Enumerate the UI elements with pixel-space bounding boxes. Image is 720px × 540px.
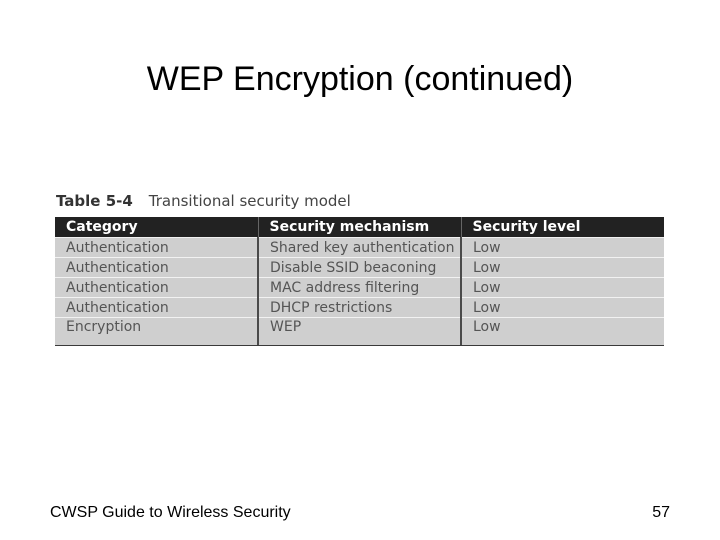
security-table: Category Security mechanism Security lev… [55,217,664,345]
table-caption: Table 5-4 Transitional security model [56,192,351,210]
table-cell-category: Authentication [55,237,259,258]
table-cell-mechanism: Shared key authentication [258,237,462,258]
column-header-security-level: Security level [461,217,664,238]
table-cell-mechanism: Disable SSID beaconing [258,257,462,278]
column-header-security-mechanism: Security mechanism [258,217,462,238]
security-table-container: Category Security mechanism Security lev… [55,217,664,346]
table-row: Authentication Disable SSID beaconing Lo… [55,257,664,278]
table-cell-category: Encryption [55,317,259,345]
table-row: Authentication DHCP restrictions Low [55,297,664,318]
table-cell-level: Low [461,237,664,258]
table-cell-mechanism: DHCP restrictions [258,297,462,318]
table-cell-level: Low [461,257,664,278]
table-cell-category: Authentication [55,257,259,278]
table-cell-mechanism: WEP [258,317,462,345]
table-cell-level: Low [461,297,664,318]
table-cell-mechanism: MAC address filtering [258,277,462,298]
table-caption-title: Transitional security model [148,192,351,210]
table-row: Authentication MAC address filtering Low [55,277,664,298]
table-caption-number: Table 5-4 [56,192,133,210]
column-header-category: Category [55,217,259,238]
footer-course-title: CWSP Guide to Wireless Security [50,504,291,521]
table-header-row: Category Security mechanism Security lev… [55,217,664,238]
footer-page-number: 57 [652,504,670,521]
table-row: Authentication Shared key authentication… [55,237,664,258]
slide-title: WEP Encryption (continued) [146,60,574,98]
table-row: Encryption WEP Low [55,317,664,345]
table-cell-category: Authentication [55,277,259,298]
table-cell-level: Low [461,317,664,345]
table-cell-level: Low [461,277,664,298]
table-cell-category: Authentication [55,297,259,318]
